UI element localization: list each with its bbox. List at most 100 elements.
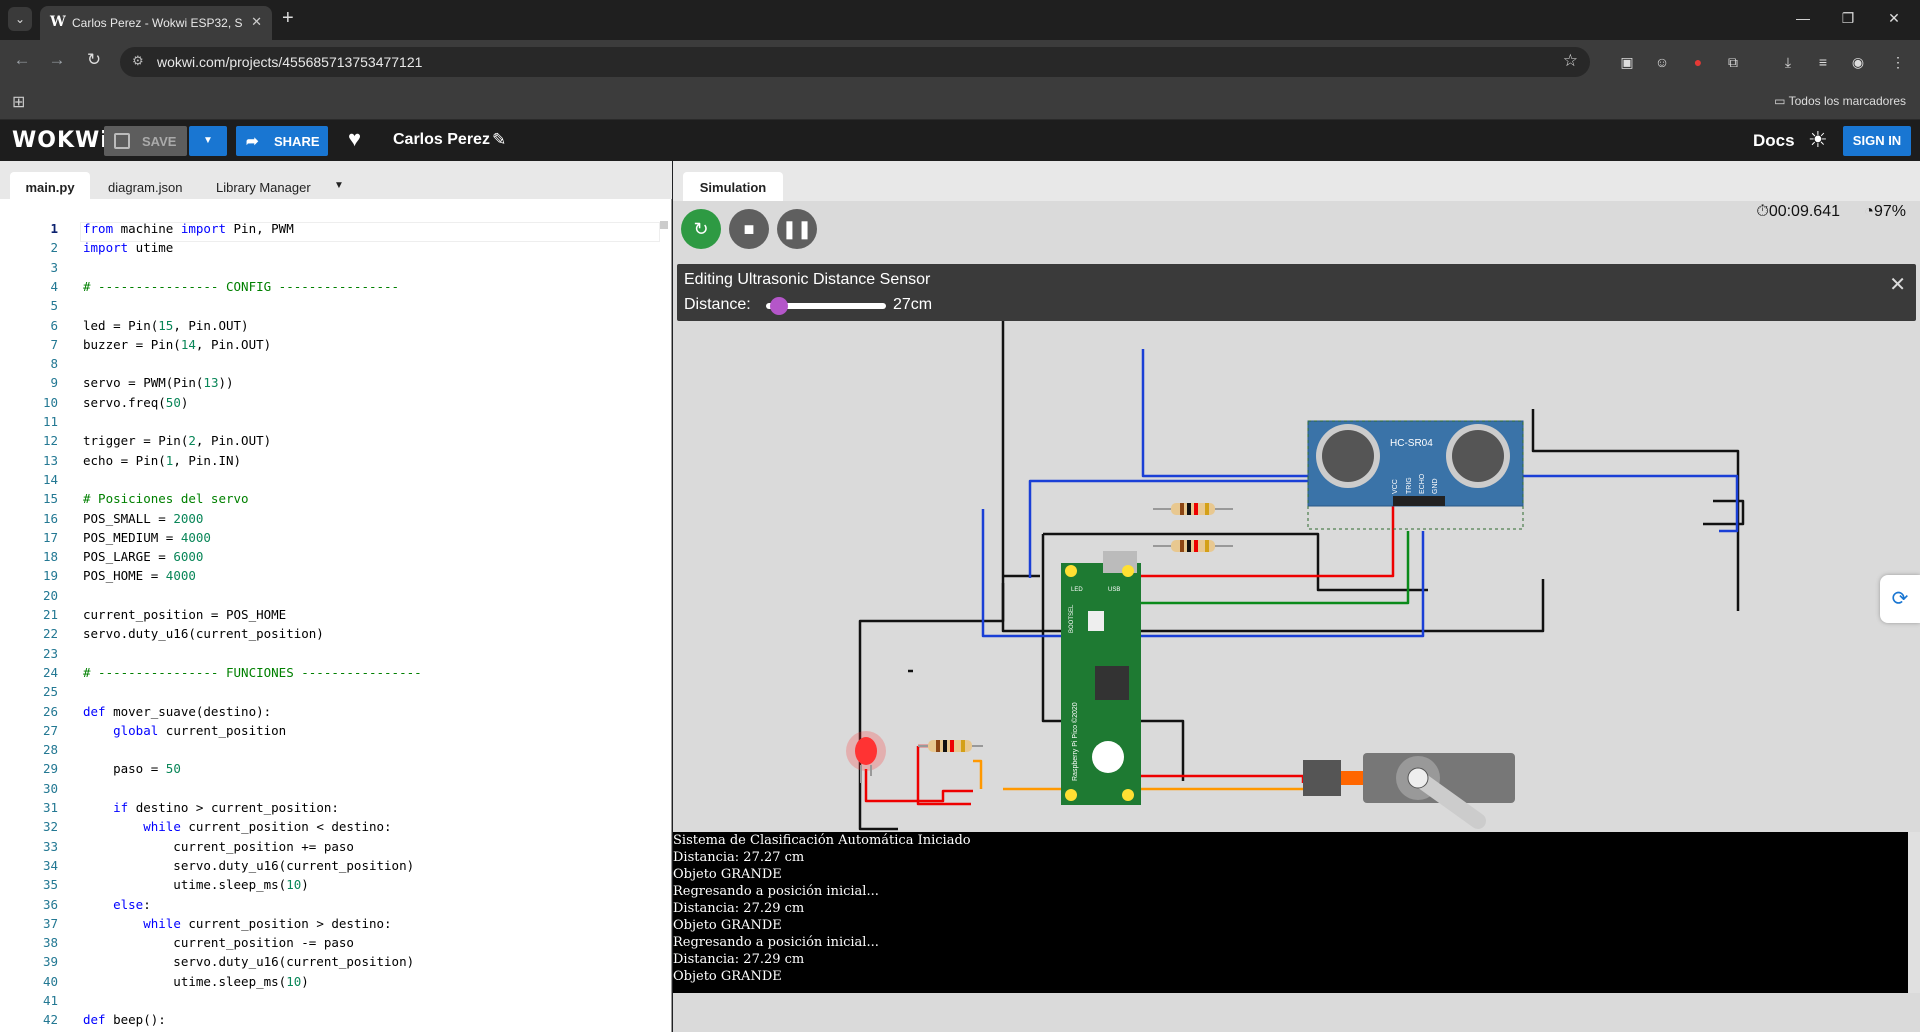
edit-pencil-icon[interactable]: ✎	[492, 130, 507, 149]
extension-icon[interactable]: ●	[1693, 54, 1703, 70]
serial-monitor[interactable]: Sistema de Clasificación Automática Inic…	[673, 832, 1908, 993]
extension-icon[interactable]: ▣	[1620, 54, 1634, 70]
code-line[interactable]: 38 current_position -= paso	[0, 933, 660, 952]
code-line[interactable]: 4# ---------------- CONFIG -------------…	[0, 277, 660, 296]
distance-slider[interactable]	[766, 303, 886, 309]
code-line[interactable]: 35 utime.sleep_ms(10)	[0, 875, 660, 894]
wokwi-logo[interactable]: WOKWi	[12, 128, 109, 153]
code-line[interactable]: 39 servo.duty_u16(current_position)	[0, 952, 660, 971]
code-line[interactable]: 14	[0, 470, 660, 489]
restart-simulation-button[interactable]: ↻	[681, 209, 721, 249]
hc-sr04-sensor[interactable]: HC-SR04 VCC TRIG ECHO GND	[1307, 420, 1524, 530]
browser-menu-icon[interactable]: ⋮	[1891, 54, 1905, 70]
resistor[interactable]	[1153, 503, 1233, 515]
window-close-icon[interactable]: ✕	[1888, 10, 1900, 26]
code-line[interactable]: 34 servo.duty_u16(current_position)	[0, 856, 660, 875]
code-line[interactable]: 27 global current_position	[0, 721, 660, 740]
restore-icon[interactable]: ❐	[1841, 10, 1855, 26]
support-chat-icon[interactable]: ⟳	[1880, 575, 1920, 623]
tab-diagram-json[interactable]: diagram.json	[108, 180, 183, 195]
code-line[interactable]: 32 while current_position < destino:	[0, 817, 660, 836]
browser-tab[interactable]: W Carlos Perez - Wokwi ESP32, STM32 ✕	[40, 6, 272, 40]
code-line[interactable]: 15# Posiciones del servo	[0, 489, 660, 508]
all-bookmarks-button[interactable]: ▭ Todos los marcadores	[1774, 94, 1906, 108]
sign-in-button[interactable]: SIGN IN	[1843, 126, 1911, 156]
save-dropdown-button[interactable]: ▼	[189, 126, 227, 156]
code-line[interactable]: 28	[0, 740, 660, 759]
code-line[interactable]: 41	[0, 991, 660, 1010]
tab-simulation[interactable]: Simulation	[683, 172, 783, 201]
extensions-puzzle-icon[interactable]: ⧉	[1728, 54, 1738, 70]
code-line[interactable]: 8	[0, 354, 660, 373]
code-line[interactable]: 11	[0, 412, 660, 431]
pause-simulation-button[interactable]: ❚❚	[777, 209, 817, 249]
circuit-canvas[interactable]: HC-SR04 VCC TRIG ECHO GND	[673, 321, 1920, 832]
distance-slider-thumb[interactable]	[770, 297, 789, 315]
extension-icon[interactable]: ☺	[1654, 54, 1670, 70]
code-line[interactable]: 37 while current_position > destino:	[0, 914, 660, 933]
code-line[interactable]: 20	[0, 586, 660, 605]
site-info-icon[interactable]: ⚙	[132, 53, 144, 68]
media-control-icon[interactable]: ≡	[1818, 54, 1828, 70]
apps-grid-icon[interactable]: ⊞	[12, 94, 26, 111]
code-line[interactable]: 3	[0, 258, 660, 277]
new-tab-icon[interactable]: +	[282, 7, 294, 29]
share-button[interactable]: ➦ SHARE	[236, 126, 328, 156]
save-button[interactable]: SAVE	[104, 126, 187, 156]
tab-main-py[interactable]: main.py	[10, 172, 90, 199]
tabs-menu-icon[interactable]: ▼	[334, 180, 344, 191]
servo-motor[interactable]	[1303, 753, 1515, 829]
address-bar[interactable]: ⚙ wokwi.com/projects/455685713753477121 …	[120, 47, 1590, 77]
code-line[interactable]: 23	[0, 644, 660, 663]
bookmark-star-icon[interactable]: ☆	[1562, 51, 1578, 70]
resistor[interactable]	[1153, 540, 1233, 552]
reload-icon[interactable]: ↻	[86, 50, 102, 69]
red-led[interactable]	[846, 731, 886, 783]
close-icon[interactable]: ✕	[1889, 274, 1906, 296]
code-line[interactable]: 36 else:	[0, 895, 660, 914]
minimize-icon[interactable]: —	[1796, 10, 1810, 26]
stop-simulation-button[interactable]: ■	[729, 209, 769, 249]
line-number: 6	[50, 317, 58, 333]
code-line[interactable]: 31 if destino > current_position:	[0, 798, 660, 817]
serial-scrollbar[interactable]	[1908, 832, 1920, 993]
code-text: def mover_suave(destino):	[83, 703, 272, 719]
theme-sun-icon[interactable]: ☀	[1808, 127, 1828, 152]
code-line[interactable]: 33 current_position += paso	[0, 837, 660, 856]
code-line[interactable]: 30	[0, 779, 660, 798]
code-line[interactable]: 29 paso = 50	[0, 759, 660, 778]
raspberry-pi-pico[interactable]: LED USB BOOTSEL Raspberry Pi Pico ©2020	[1061, 551, 1141, 805]
minimap-scroll[interactable]	[660, 221, 668, 229]
tab-library-manager[interactable]: Library Manager	[216, 180, 311, 195]
resistor[interactable]	[918, 740, 983, 752]
back-icon[interactable]: ←	[13, 50, 31, 69]
docs-link[interactable]: Docs	[1753, 131, 1795, 150]
code-line[interactable]: 25	[0, 682, 660, 701]
profile-avatar-icon[interactable]: ◉	[1851, 54, 1865, 70]
tab-search-icon[interactable]: ⌄	[8, 7, 32, 31]
download-icon[interactable]: ⤓	[1784, 54, 1792, 70]
code-line[interactable]: 40 utime.sleep_ms(10)	[0, 972, 660, 991]
code-line[interactable]: 5	[0, 296, 660, 315]
forward-icon[interactable]: →	[48, 50, 66, 69]
heart-icon[interactable]: ♥	[348, 126, 362, 151]
code-line[interactable]: 24# ---------------- FUNCIONES ---------…	[0, 663, 660, 682]
tab-close-icon[interactable]: ✕	[251, 14, 262, 29]
